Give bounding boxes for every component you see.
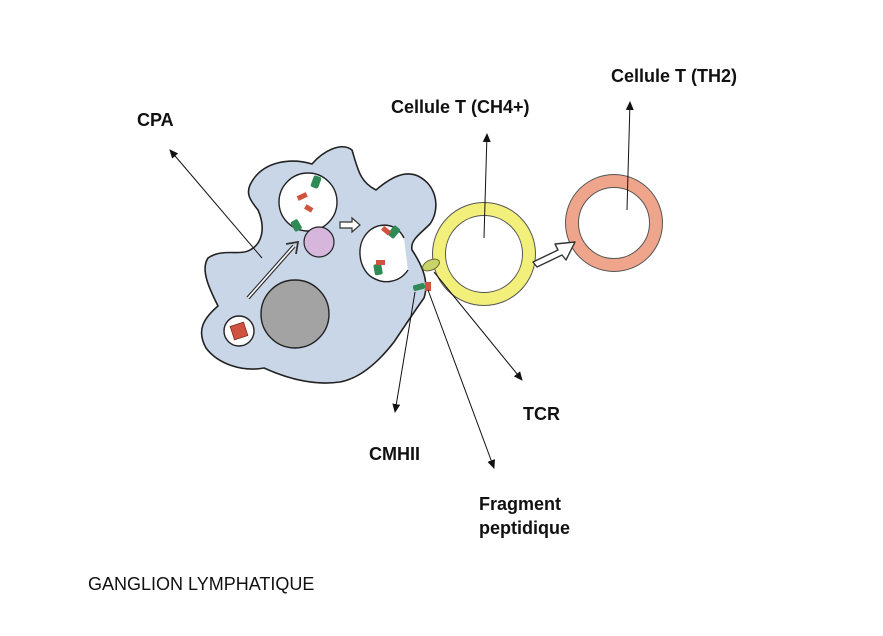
mhc-molecule [373,263,383,276]
lysosome-vesicle [303,226,335,258]
label-fragment-peptidique: Fragment peptidique [479,492,570,541]
peptide-fragment [381,225,392,236]
t-cell-ch4-ring [432,202,536,306]
label-cmhii: CMHII [369,444,420,464]
label-tcr: TCR [523,404,560,424]
upper-vesicle [278,172,338,232]
pointer-cpa [169,149,263,259]
cpa-nucleus [260,279,330,349]
pointer-cellule-t-th2 [625,101,634,211]
pointer-cellule-t-ch4 [482,133,491,239]
membrane-peptide [425,282,431,291]
label-fragment-line1: Fragment [479,494,562,514]
peptide-fragment [304,204,314,213]
t-cell-th2-ring [565,174,663,272]
caption-ganglion-lymphatique: GANGLION LYMPHATIQUE [88,574,315,594]
pointer-cmhii [392,291,416,413]
membrane-mhc-complex [412,282,426,292]
label-cpa: CPA [137,110,174,130]
pointer-tcr [433,271,523,381]
antigen-icon [229,321,249,341]
pointer-fragment-peptidique [427,289,495,469]
label-cellule-t-ch4: Cellule T (CH4+) [391,97,530,117]
tcr-receptor [422,258,440,272]
right-vesicle [359,224,409,283]
differentiation-arrow-icon [532,241,576,268]
mhc-molecule [290,219,302,232]
mhc-molecule [387,225,401,239]
transport-arrow-icon [339,216,361,234]
peptide-fragment [296,192,308,201]
mhc-molecule [310,175,322,189]
label-fragment-line2: peptidique [479,518,570,539]
peptide-fragment [376,260,385,265]
apc-cell-body [200,146,437,384]
label-cellule-t-th2: Cellule T (TH2) [611,66,738,86]
